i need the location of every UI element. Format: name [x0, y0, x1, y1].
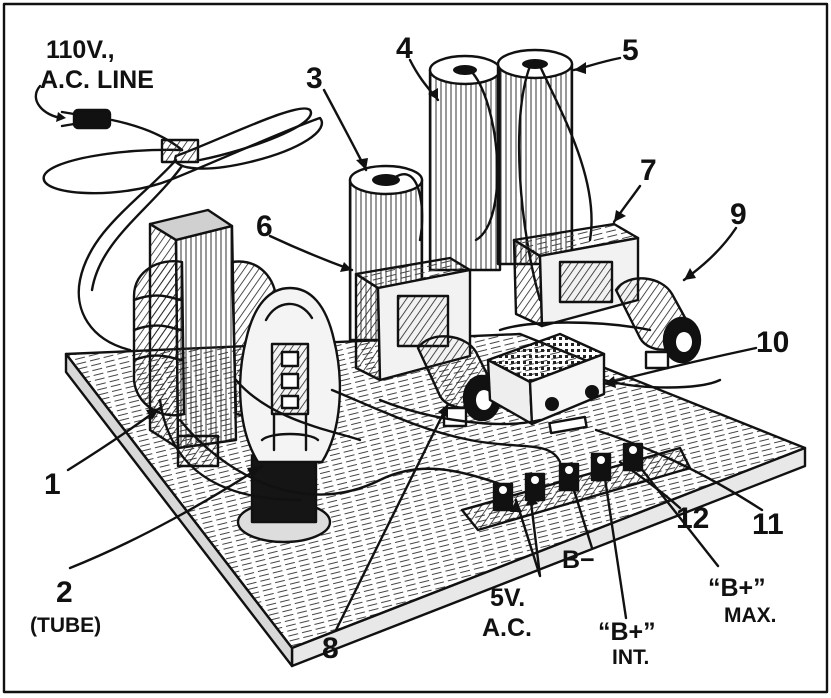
label-6: 6	[256, 210, 273, 243]
label-b-minus: B−	[562, 546, 595, 574]
resistor-box-10	[486, 332, 606, 426]
filter-choke-7	[512, 222, 640, 328]
label-1: 1	[44, 468, 61, 501]
label-5v: 5V.	[490, 584, 525, 612]
label-11: 11	[752, 508, 784, 541]
label-8: 8	[322, 632, 339, 665]
resistor-11	[548, 415, 588, 435]
label-7: 7	[640, 154, 657, 187]
filter-choke-6	[354, 256, 472, 382]
label-max: MAX.	[724, 604, 777, 627]
filter-capacitor-4	[428, 54, 502, 272]
filter-capacitor-5	[496, 48, 593, 302]
label-5: 5	[622, 34, 639, 67]
label-tube: (TUBE)	[30, 614, 101, 637]
label-b-plus-int: “B+”	[598, 618, 656, 646]
label-4: 4	[396, 32, 413, 65]
label-9: 9	[730, 198, 747, 231]
callout-labels: 110V., A.C. LINE 1 2 (TUBE) 3 4 5 6 7 8 …	[30, 32, 789, 669]
label-3: 3	[306, 62, 323, 95]
rectifier-tube	[236, 286, 342, 544]
rheostat-9	[614, 277, 702, 370]
label-int: INT.	[612, 646, 649, 669]
leader-lines	[66, 56, 764, 632]
label-ac: A.C.	[482, 614, 532, 642]
label-2: 2	[56, 576, 73, 609]
label-b-plus-max: “B+”	[708, 574, 766, 602]
label-ac-line-2: A.C. LINE	[40, 66, 154, 94]
wiring	[158, 321, 722, 502]
ac-line-cord	[34, 84, 323, 352]
label-ac-line-1: 110V.,	[46, 36, 115, 64]
power-plug	[72, 108, 112, 130]
label-10: 10	[756, 326, 789, 359]
label-12: 12	[676, 502, 709, 535]
